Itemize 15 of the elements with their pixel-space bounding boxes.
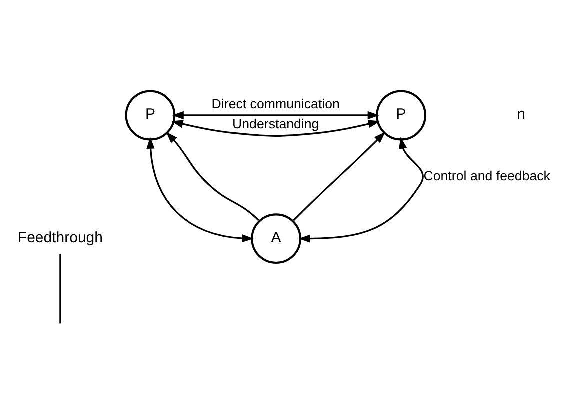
arrow — [172, 120, 380, 136]
label: n — [517, 106, 526, 123]
edge-label: Understanding — [232, 116, 320, 132]
arrow — [166, 132, 260, 221]
node-circle: A — [251, 213, 302, 264]
arrow — [293, 132, 386, 221]
edge-label: Control and feedback — [424, 168, 550, 183]
edge-label: Direct communication — [212, 96, 340, 112]
arrow — [172, 110, 380, 120]
arrow — [146, 136, 254, 242]
node-text: Feedthrough — [18, 229, 103, 246]
node-circle: P — [125, 90, 176, 140]
arrow — [298, 136, 424, 242]
connector — [60, 253, 62, 324]
node-circle: P — [376, 90, 426, 140]
